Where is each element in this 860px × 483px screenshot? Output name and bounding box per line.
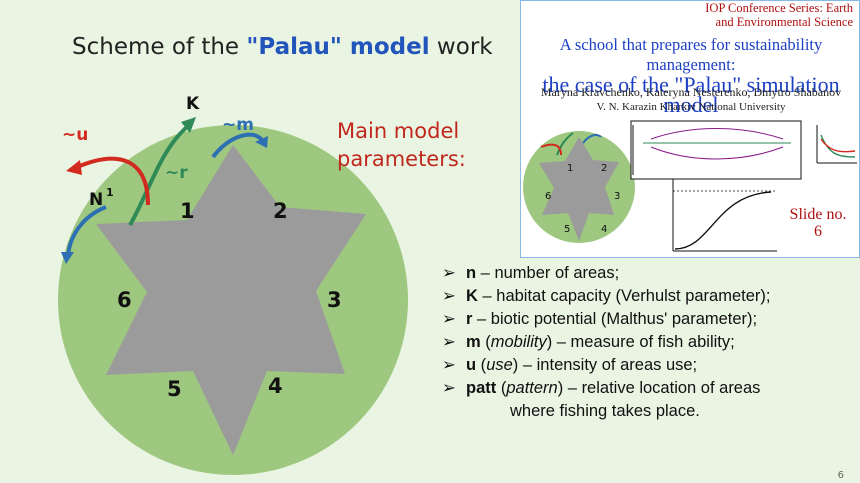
arrow-bullet-icon: ➢ bbox=[442, 287, 456, 305]
n-label-superscript: 1 bbox=[106, 186, 114, 199]
m-arrow-head bbox=[255, 136, 268, 148]
slide-number-note: Slide no. 6 bbox=[789, 206, 847, 240]
paper-authors: Maryna Kravchenko, Kateryna Nesterenko, … bbox=[540, 85, 842, 99]
m-arrow bbox=[211, 132, 264, 159]
paper-university: V. N. Karazin Kharkiv National Universit… bbox=[596, 101, 786, 113]
arrow-bullet-icon: ➢ bbox=[442, 264, 456, 282]
u-arrow bbox=[74, 156, 150, 206]
list-item: ➢m (mobility) – measure of fish ability; bbox=[442, 331, 770, 354]
u-label: ~u bbox=[62, 125, 88, 145]
main-params-line-2: parameters: bbox=[337, 147, 466, 171]
k-label: K bbox=[186, 94, 200, 114]
arrow-bullet-icon: ➢ bbox=[442, 333, 456, 351]
star-areas bbox=[96, 145, 366, 455]
list-item: ➢r – biotic potential (Malthus' paramete… bbox=[442, 308, 770, 331]
list-item: ➢n – number of areas; bbox=[442, 262, 770, 285]
sector-label-1: 1 bbox=[180, 199, 195, 223]
m-label: ~m bbox=[222, 115, 254, 135]
page-number: 6 bbox=[837, 470, 844, 481]
n-label: N bbox=[89, 190, 103, 210]
list-item: ➢K – habitat capacity (Verhulst paramete… bbox=[442, 285, 770, 308]
journal-series: IOP Conference Series: Earth and Environ… bbox=[705, 1, 853, 29]
sector-label-5: 5 bbox=[167, 377, 182, 401]
r-arrow bbox=[128, 124, 190, 226]
svg-text:4: 4 bbox=[601, 224, 607, 235]
n-arrow-head bbox=[61, 252, 74, 264]
main-params-heading: Main model parameters: bbox=[337, 117, 466, 173]
palau-scheme-diagram: 1 2 3 4 5 6 K ~u ~m ~r N 1 bbox=[58, 94, 408, 475]
sector-label-3: 3 bbox=[327, 288, 342, 312]
parameter-list: ➢n – number of areas; ➢K – habitat capac… bbox=[442, 262, 770, 423]
svg-text:2: 2 bbox=[601, 163, 607, 174]
svg-text:6: 6 bbox=[545, 191, 551, 202]
r-label: ~r bbox=[165, 163, 188, 183]
sector-label-2: 2 bbox=[273, 199, 288, 223]
arrow-bullet-icon: ➢ bbox=[442, 379, 456, 397]
list-item: ➢u (use) – intensity of areas use; bbox=[442, 354, 770, 377]
main-params-line-1: Main model bbox=[337, 119, 460, 143]
r-arrow-head bbox=[181, 117, 196, 133]
slide-title: Scheme of the "Palau" model work bbox=[72, 34, 493, 60]
paper-title: A school that prepares for sustainabilit… bbox=[542, 35, 840, 117]
sector-label-6: 6 bbox=[117, 288, 132, 312]
u-arrow-head bbox=[66, 160, 82, 175]
svg-text:3: 3 bbox=[614, 191, 620, 202]
list-item-continuation: where fishing takes place. bbox=[510, 402, 700, 420]
svg-text:1: 1 bbox=[567, 163, 573, 174]
n-arrow bbox=[66, 205, 107, 256]
arrow-bullet-icon: ➢ bbox=[442, 310, 456, 328]
sector-label-4: 4 bbox=[268, 374, 283, 398]
list-item: ➢patt (pattern) – relative location of a… bbox=[442, 377, 770, 400]
paper-reference-card: IOP Conference Series: Earth and Environ… bbox=[520, 0, 860, 258]
paper-preview-figures: 1 2 3 4 5 6 bbox=[523, 120, 857, 252]
arrow-bullet-icon: ➢ bbox=[442, 356, 456, 374]
svg-text:5: 5 bbox=[564, 224, 570, 235]
